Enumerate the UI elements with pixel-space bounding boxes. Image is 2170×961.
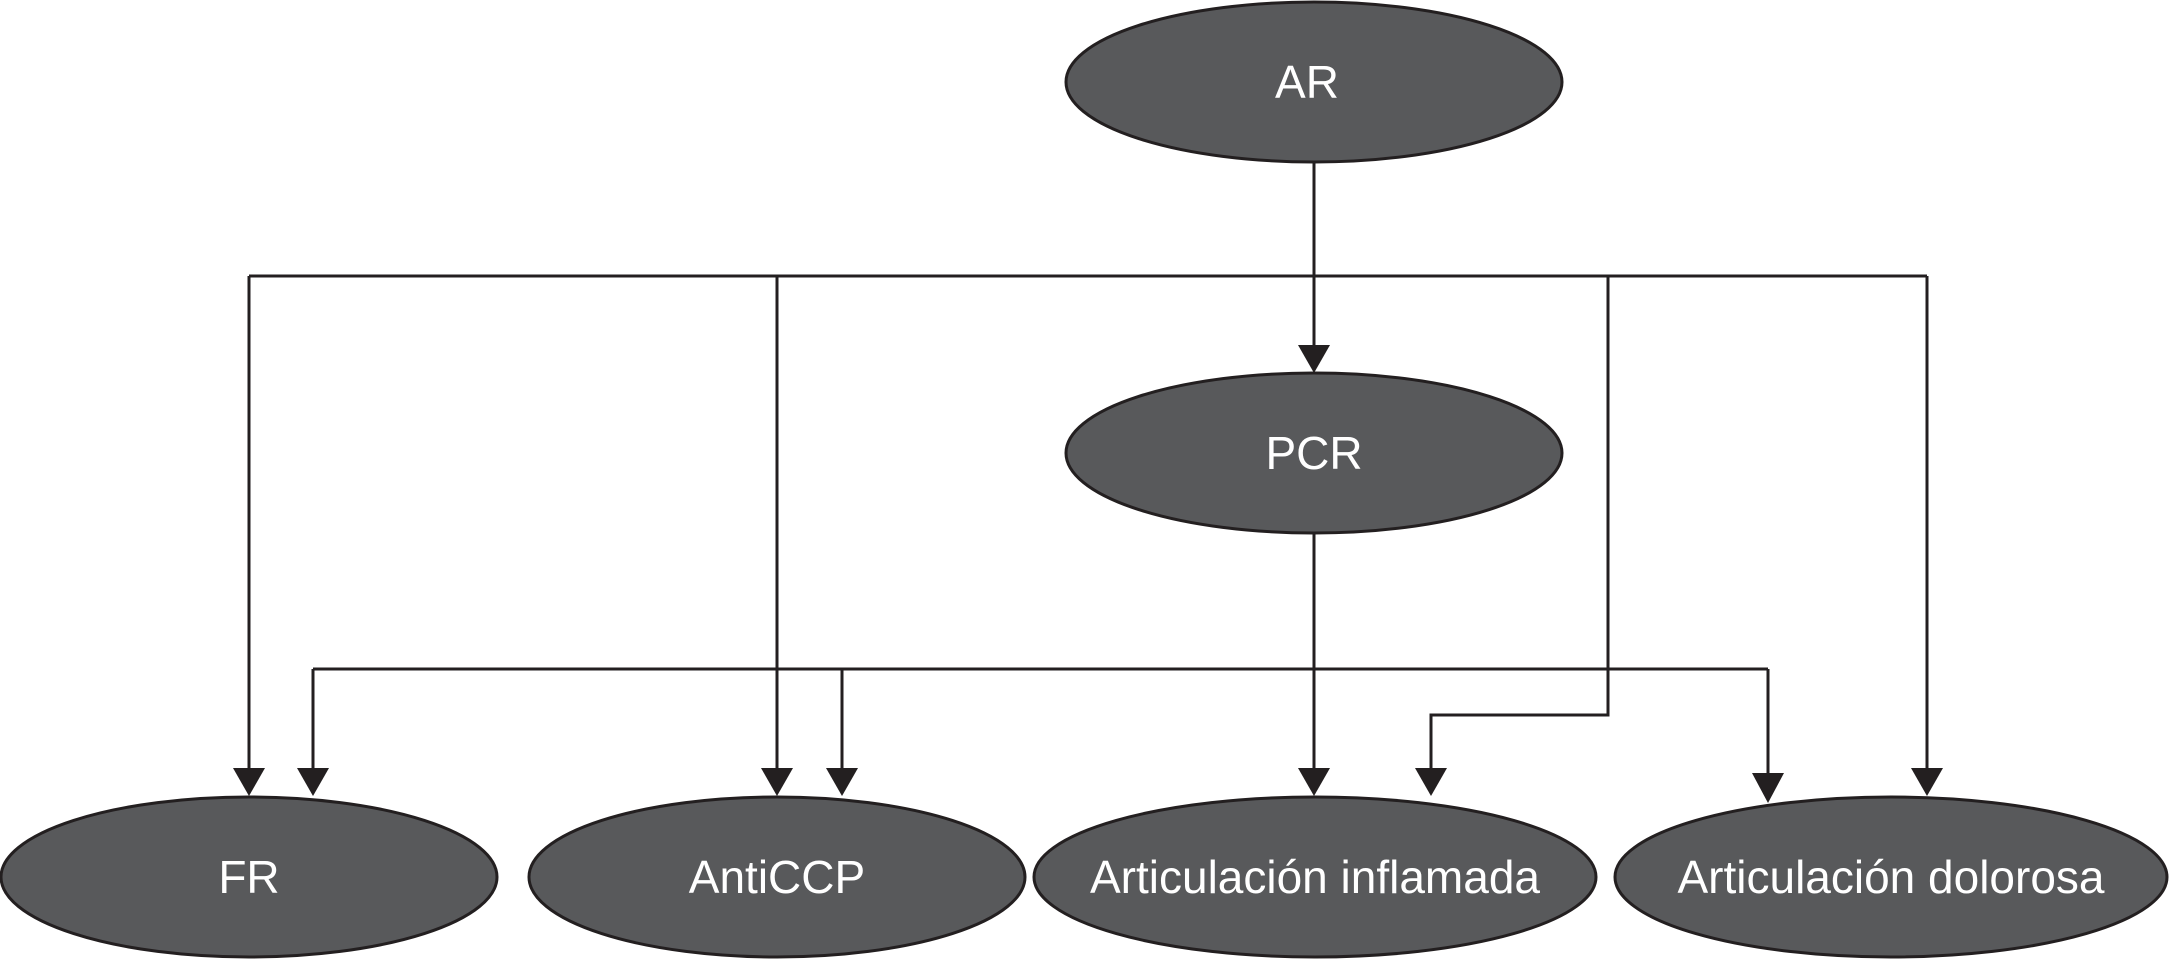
edge-ar-to-articulacion-inflamada <box>1429 276 1610 770</box>
arrowhead-anticcp <box>761 768 793 796</box>
node-articulacion-inflamada-label: Articulación inflamada <box>1090 851 1540 903</box>
arrowhead-dolorosa-from-anticcp <box>1752 773 1784 803</box>
edges <box>233 163 1943 803</box>
arrowhead-dolorosa-from-ar <box>1911 768 1943 796</box>
node-pcr: PCR <box>1064 371 1564 535</box>
arrowhead-inflamada-from-ar <box>1415 768 1447 796</box>
node-ar-label: AR <box>1275 56 1339 108</box>
node-fr: FR <box>0 795 499 959</box>
arrowhead-inflamada-from-pcr <box>1298 768 1330 796</box>
node-articulacion-dolorosa-label: Articulación dolorosa <box>1677 851 2104 903</box>
node-anticcp: AntiCCP <box>527 795 1027 959</box>
node-ar-shape <box>1064 0 1564 164</box>
arrowhead-fr-from-ar <box>233 768 265 796</box>
node-ar: AR <box>1064 0 1564 164</box>
arrowhead-fr-from-anticcp <box>297 768 329 796</box>
node-anticcp-shape <box>527 795 1027 959</box>
node-pcr-label: PCR <box>1265 427 1362 479</box>
node-anticcp-label: AntiCCP <box>689 851 865 903</box>
node-pcr-shape <box>1064 371 1564 535</box>
node-articulacion-dolorosa: Articulación dolorosa <box>1613 795 2169 959</box>
node-articulacion-inflamada-shape <box>1032 795 1598 959</box>
arrowhead-anticcp-branch <box>826 768 858 796</box>
arrowhead-pcr <box>1298 345 1330 373</box>
node-fr-label: FR <box>218 851 279 903</box>
node-articulacion-inflamada: Articulación inflamada <box>1032 795 1598 959</box>
node-articulacion-dolorosa-shape <box>1613 795 2169 959</box>
node-fr-shape <box>0 795 499 959</box>
